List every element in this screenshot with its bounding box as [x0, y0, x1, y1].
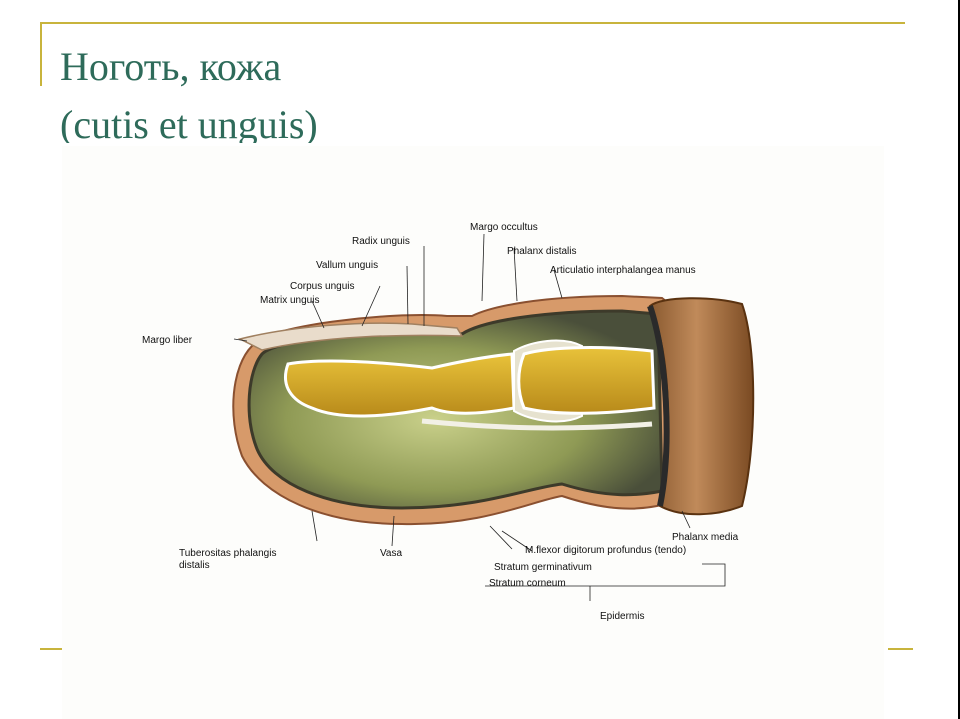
fingertip-section-illustration: Margo occultus Radix unguis Phalanx dist… [142, 222, 755, 622]
label-vallum-unguis: Vallum unguis [316, 260, 378, 271]
slide-top-rule [40, 22, 905, 24]
label-stratum-corneum: Stratum corneum [489, 578, 566, 589]
label-epidermis: Epidermis [600, 611, 644, 622]
label-phalanx-distalis: Phalanx distalis [507, 246, 576, 257]
label-vasa: Vasa [380, 548, 402, 559]
label-articulatio: Articulatio interphalangea manus [550, 265, 696, 276]
slide-title: Ноготь, кожа (cutis et unguis) [60, 38, 660, 143]
label-margo-occultus: Margo occultus [470, 222, 538, 233]
label-margo-liber: Margo liber [142, 335, 193, 346]
label-stratum-germinativum: Stratum germinativum [494, 562, 592, 573]
slide-bottom-right-rule [888, 648, 913, 650]
label-matrix-unguis: Matrix unguis [260, 295, 319, 306]
leader-lines [233, 233, 726, 601]
distal-phalanx-bone [284, 352, 516, 418]
middle-phalanx-bone [517, 346, 656, 415]
label-corpus-unguis: Corpus unguis [290, 281, 354, 292]
stump-inner-ring [647, 305, 670, 507]
slide-title-line-1: Ноготь, кожа [60, 44, 282, 89]
slide-bottom-left-rule [40, 648, 64, 650]
window-right-edge [958, 0, 960, 719]
label-radix-unguis: Radix unguis [352, 236, 410, 247]
label-tuberositas-line-1: Tuberositas phalangis [179, 548, 276, 559]
label-m-flexor: M.flexor digitorum profundus (tendo) [525, 545, 686, 556]
label-phalanx-media: Phalanx media [672, 532, 739, 543]
flexor-tendon [421, 418, 653, 431]
slide-title-line-2: (cutis et unguis) [60, 102, 318, 143]
label-tuberositas-line-2: distalis [179, 560, 210, 571]
nail-plate [237, 322, 464, 351]
slide-left-rule [40, 22, 42, 86]
anatomy-figure: Margo occultus Radix unguis Phalanx dist… [62, 146, 884, 719]
